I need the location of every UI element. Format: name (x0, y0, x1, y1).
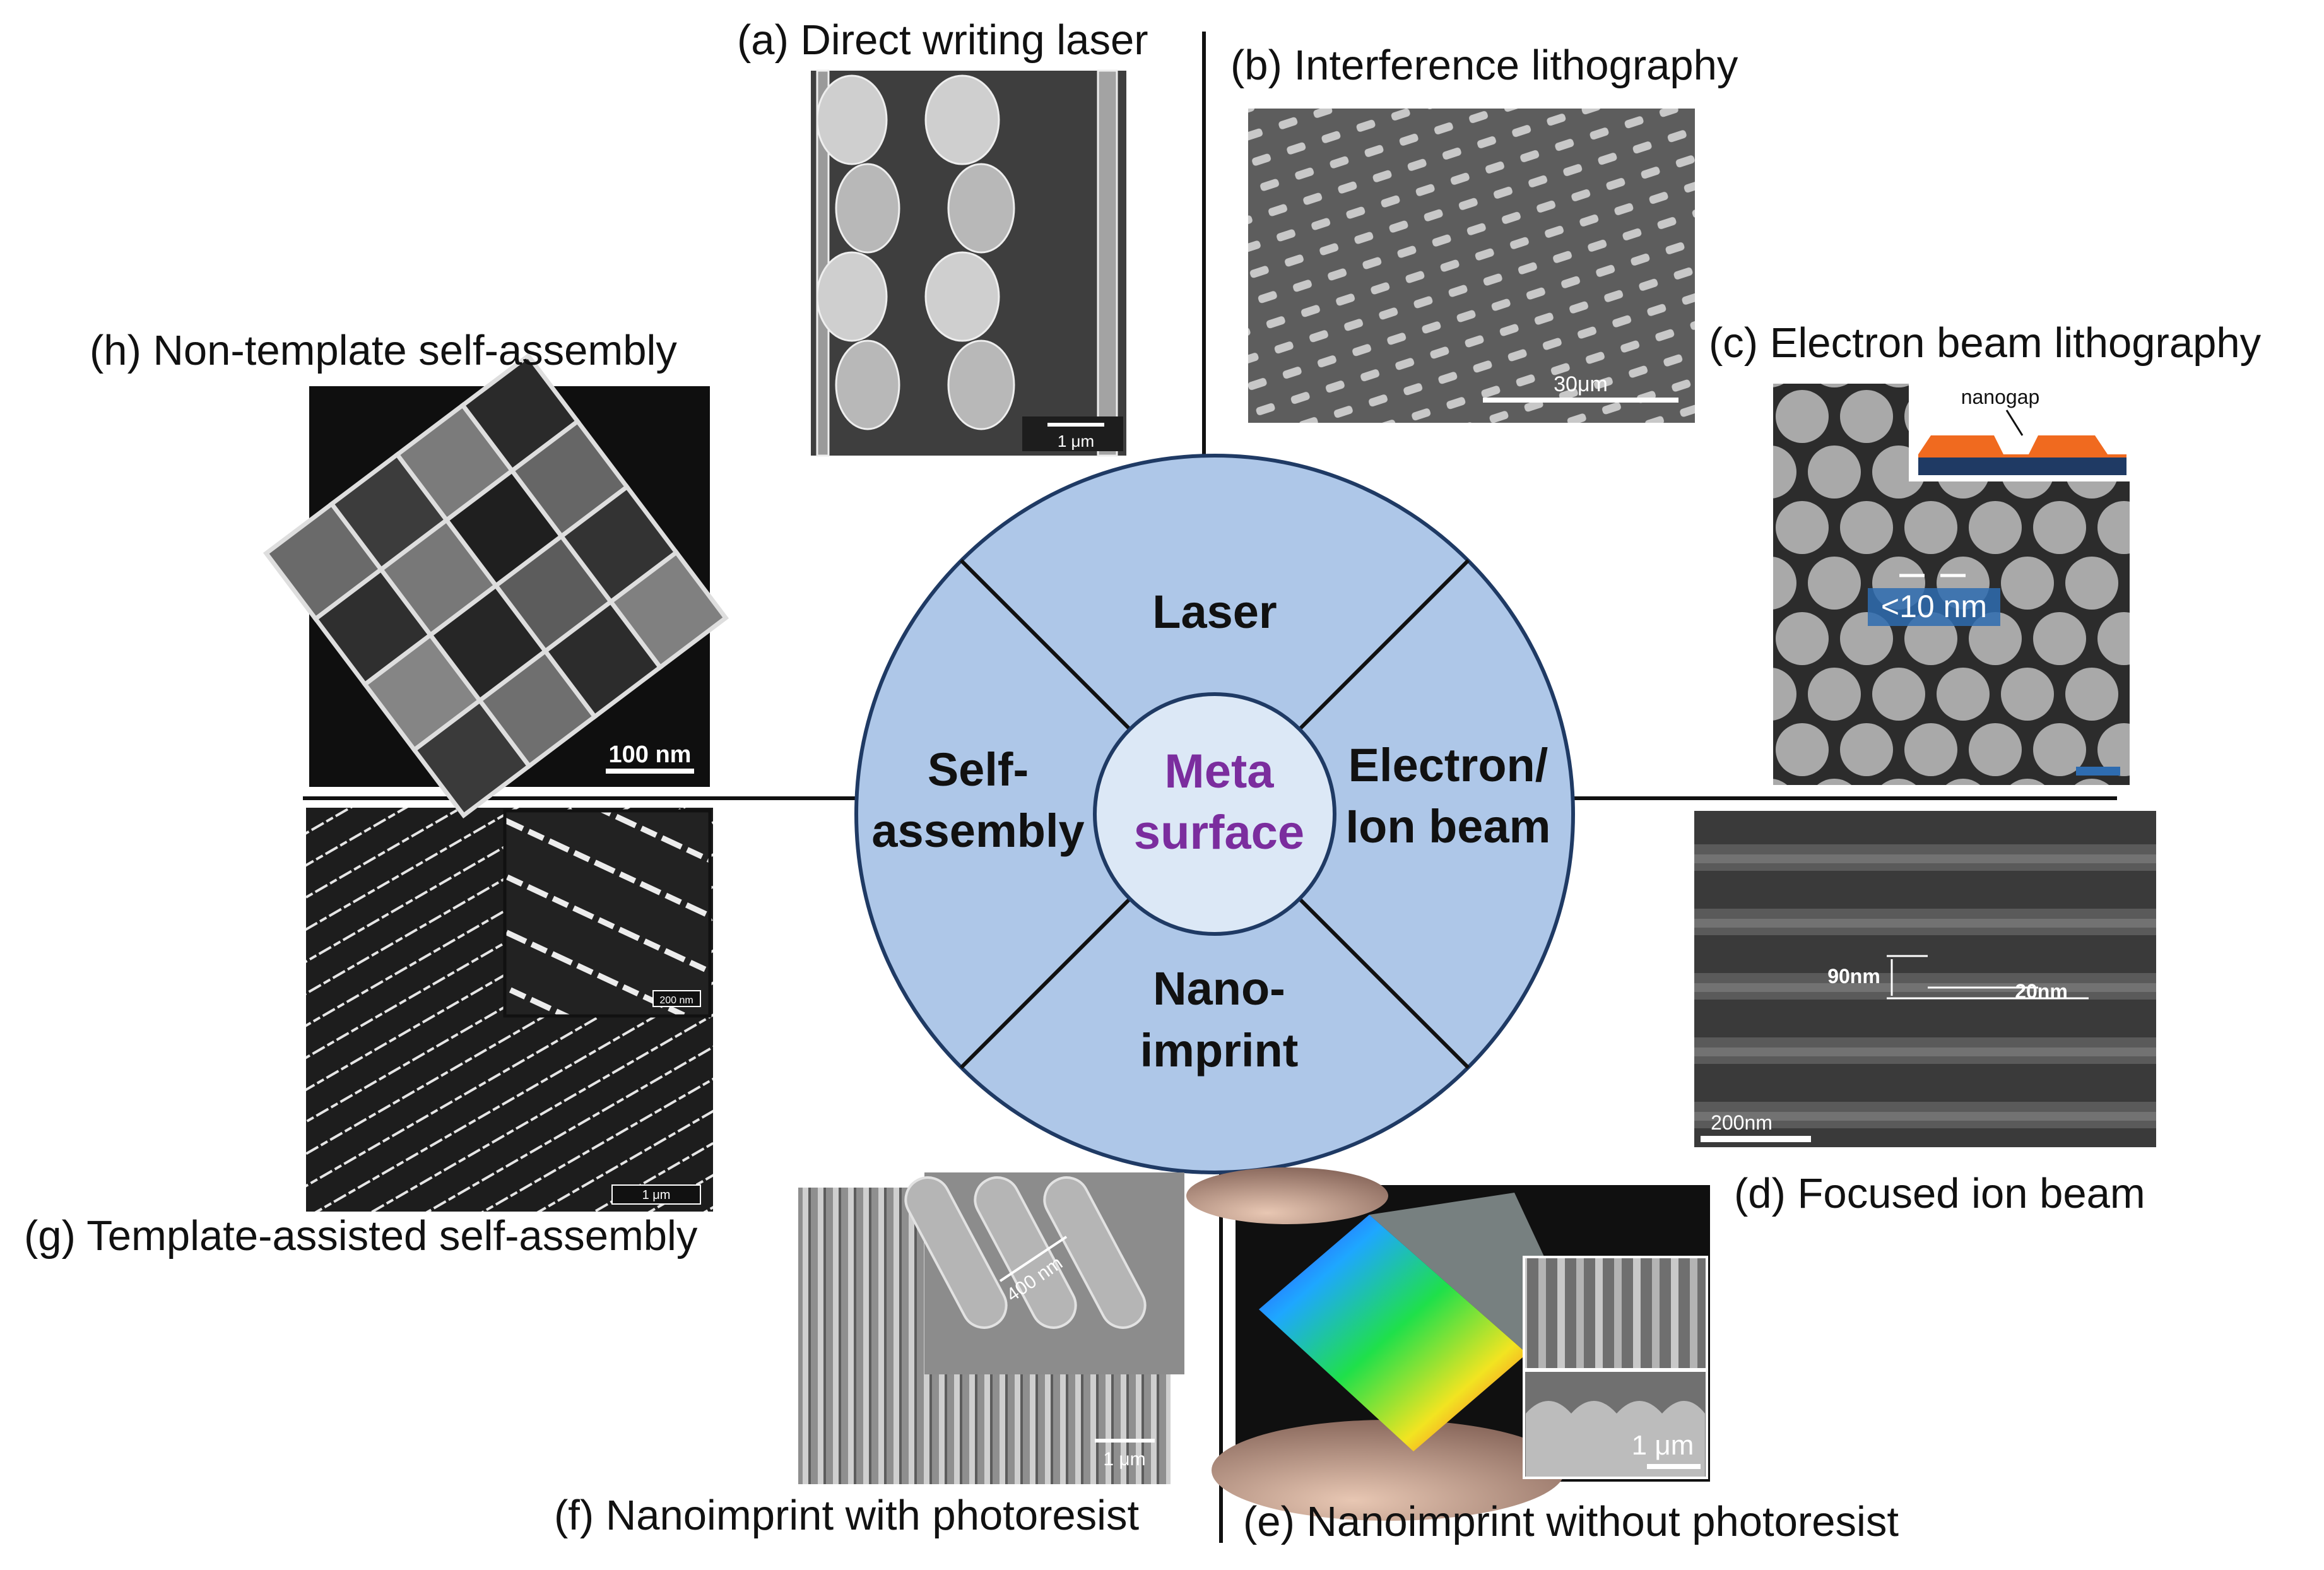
caption-h: (h) Non-template self-assembly (90, 327, 677, 374)
caption-e: (e) Nanoimprint without photoresist (1243, 1498, 1899, 1545)
panel-d-image: 90nm 20nm 200nm (1694, 811, 2156, 1147)
caption-a: (a) Direct writing laser (737, 16, 1148, 64)
panel-g-scale-label: 1 μm (642, 1188, 671, 1202)
panel-c-gap-label: <10 nm (1881, 589, 1987, 624)
panel-a-image: 1 μm (811, 69, 1126, 457)
panel-d-gap2-label: 20nm (2015, 980, 2068, 1003)
panel-d-gap1-label: 90nm (1827, 965, 1880, 988)
caption-c: (c) Electron beam lithography (1709, 319, 2262, 367)
panel-g-image: 200 nm 1 μm (306, 808, 713, 1212)
caption-f: (f) Nanoimprint with photoresist (554, 1492, 1140, 1539)
panel-a-scale-label: 1 μm (1058, 432, 1094, 451)
helix-column-3 (1097, 69, 1118, 457)
panel-e-image: 1 μm (1186, 1167, 1710, 1521)
wheel-spoke-nw (959, 558, 1132, 731)
panel-h-scale-label: 100 nm (609, 741, 692, 768)
method-wheel: Meta surface Laser Electron/ Ion beam Na… (854, 454, 1575, 1174)
panel-c-image: nanogap <10 nm (1773, 384, 2130, 785)
wheel-spoke-se (1297, 897, 1470, 1070)
panel-d-scale-label: 200nm (1711, 1111, 1772, 1134)
helix-column-1 (816, 69, 900, 457)
wheel-spoke-sw (959, 897, 1132, 1070)
rainbow-film (1259, 1215, 1527, 1451)
panel-b-image: 30μm (1248, 109, 1695, 423)
sector-label-nano-1: Nano- (1153, 962, 1285, 1015)
panel-g-inset (503, 809, 712, 1018)
panel-g-inset-scale-label: 200 nm (659, 995, 693, 1006)
sector-label-self-2: assembly (871, 805, 1084, 857)
panel-b-scale-label: 30μm (1554, 372, 1608, 396)
center-label-surface: surface (1134, 806, 1304, 859)
sector-label-electron-2: Ion beam (1346, 800, 1551, 853)
caption-d: (d) Focused ion beam (1734, 1170, 2145, 1217)
caption-g: (g) Template-assisted self-assembly (24, 1212, 698, 1260)
sector-label-laser: Laser (1152, 586, 1277, 638)
sector-label-electron-1: Electron/ (1348, 739, 1548, 791)
panel-c-inset-label: nanogap (1961, 386, 2040, 408)
panel-f-image: 400 nm 1 μm (798, 1172, 1184, 1484)
wheel-inner-circle (1093, 692, 1336, 936)
helix-column-2 (924, 74, 1015, 430)
sector-label-nano-2: imprint (1140, 1024, 1299, 1077)
panel-c-gap-box (1868, 588, 2000, 626)
panel-f-scale-label: 1 μm (1103, 1449, 1145, 1470)
caption-b: (b) Interference lithography (1230, 42, 1738, 89)
center-label-meta: Meta (1164, 745, 1274, 798)
sector-label-self-1: Self- (928, 743, 1029, 796)
panel-h-image: 100 nm (262, 353, 729, 819)
panel-e-scale-label: 1 μm (1632, 1430, 1694, 1461)
wheel-spoke-ne (1297, 558, 1470, 731)
panel-e-inset-top (1523, 1256, 1708, 1371)
